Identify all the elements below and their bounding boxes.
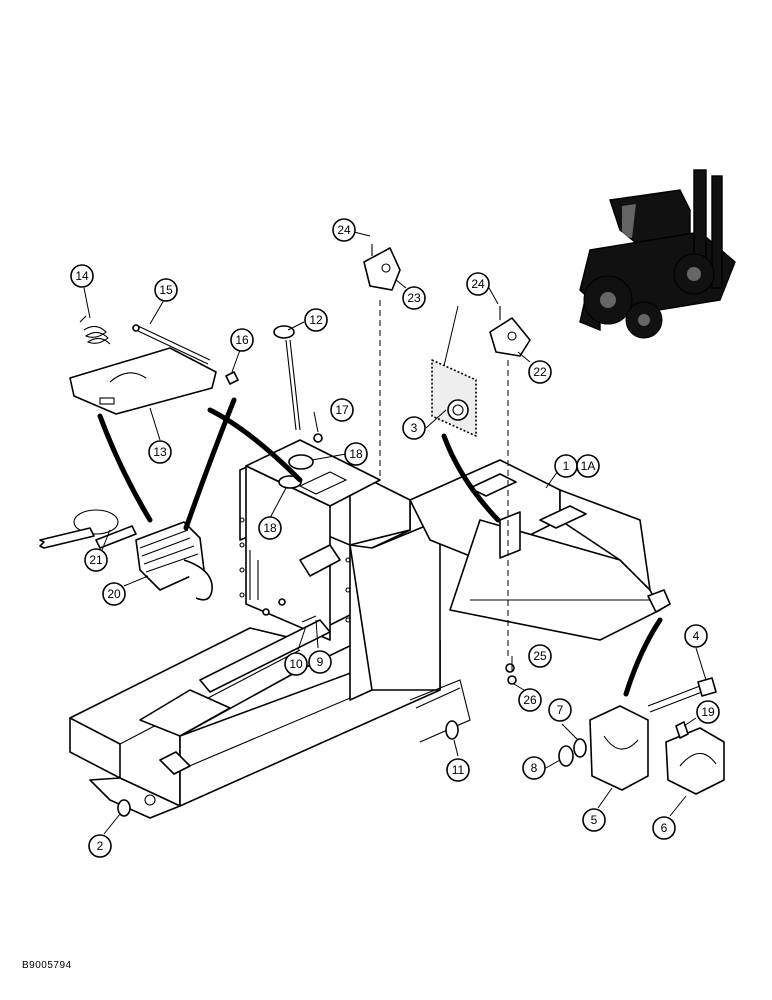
callout-label: 5 [591, 813, 598, 827]
callout-label: 11 [452, 763, 465, 777]
flow-arrow-16-to-lock [183, 397, 237, 531]
flow-arrow-cover-to-lock [97, 413, 153, 523]
clamp-lower [665, 727, 725, 795]
callout-14: 14 [70, 264, 94, 288]
callout-1: 1 [554, 454, 578, 478]
callout-label: 16 [235, 333, 249, 347]
main-frame [69, 439, 671, 819]
callout-label: 21 [89, 553, 103, 567]
callout-24-right: 24 [466, 272, 490, 296]
callout-label: 22 [533, 365, 547, 379]
callout-label: 19 [701, 705, 715, 719]
callout-label: 18 [349, 447, 363, 461]
callout-label: 18 [263, 521, 277, 535]
callout-16: 16 [230, 328, 254, 352]
plug-17 [313, 433, 323, 443]
callout-label: 24 [337, 223, 351, 237]
callout-20: 20 [102, 582, 126, 606]
clamp-upper [589, 705, 649, 791]
callout-4: 4 [684, 624, 708, 648]
bracket-23 [363, 244, 401, 291]
washer-and-nut [558, 738, 587, 767]
callout-7: 7 [548, 698, 572, 722]
key-ring [39, 509, 137, 549]
padlock [135, 521, 213, 601]
callout-23: 23 [402, 286, 426, 310]
callout-22: 22 [528, 360, 552, 384]
flow-arrow-clamp [623, 617, 663, 697]
callout-label: 2 [97, 839, 104, 853]
callout-5: 5 [582, 808, 606, 832]
callout-18-left: 18 [258, 516, 282, 540]
bracket-22 [489, 306, 531, 357]
callout-11: 11 [446, 758, 470, 782]
callout-label: 10 [289, 657, 303, 671]
small-fittings [117, 598, 517, 817]
spring [79, 315, 111, 345]
callout-label: 14 [75, 269, 89, 283]
callout-21: 21 [84, 548, 108, 572]
callout-label: 20 [107, 587, 121, 601]
callout-label: 25 [533, 649, 547, 663]
callout-label: 1 [563, 459, 570, 473]
callout-3: 3 [402, 416, 426, 440]
callout-label: 1A [581, 459, 596, 473]
callout-label: 6 [661, 821, 668, 835]
callout-label: 23 [407, 291, 421, 305]
callout-label: 12 [309, 313, 323, 327]
callout-15: 15 [154, 278, 178, 302]
callout-18-right: 18 [344, 442, 368, 466]
callout-2: 2 [88, 834, 112, 858]
callout-8: 8 [522, 756, 546, 780]
callout-13: 13 [148, 440, 172, 464]
dipstick [273, 325, 301, 431]
callout-1a: 1A [576, 454, 600, 478]
hinge-pin [132, 324, 211, 365]
callout-label: 15 [159, 283, 173, 297]
callout-label: 17 [335, 403, 349, 417]
callout-6: 6 [652, 816, 676, 840]
grease-fitting [675, 721, 689, 739]
callout-26: 26 [518, 688, 542, 712]
callout-12: 12 [304, 308, 328, 332]
access-cover [69, 347, 217, 415]
flow-arrow-cover-to-tank [207, 407, 303, 483]
flow-arrow-plate [441, 433, 501, 523]
callout-label: 13 [153, 445, 167, 459]
leader-lines [83, 231, 707, 835]
mounting-plate [431, 359, 477, 437]
callout-label: 24 [471, 277, 485, 291]
callout-10: 10 [284, 652, 308, 676]
nut-16 [225, 371, 239, 385]
callout-24-top: 24 [332, 218, 356, 242]
callout-label: 8 [531, 761, 538, 775]
callout-25: 25 [528, 644, 552, 668]
callout-19: 19 [696, 700, 720, 724]
callout-9: 9 [308, 650, 332, 674]
callout-label: 3 [411, 421, 418, 435]
document-id: B9005794 [22, 960, 72, 971]
callout-label: 4 [693, 629, 700, 643]
callout-label: 26 [523, 693, 537, 707]
callout-17: 17 [330, 398, 354, 422]
callout-label: 7 [557, 703, 564, 717]
forklift-thumbnail-icon [579, 169, 736, 339]
bolt [647, 677, 717, 713]
callout-label: 9 [317, 655, 324, 669]
